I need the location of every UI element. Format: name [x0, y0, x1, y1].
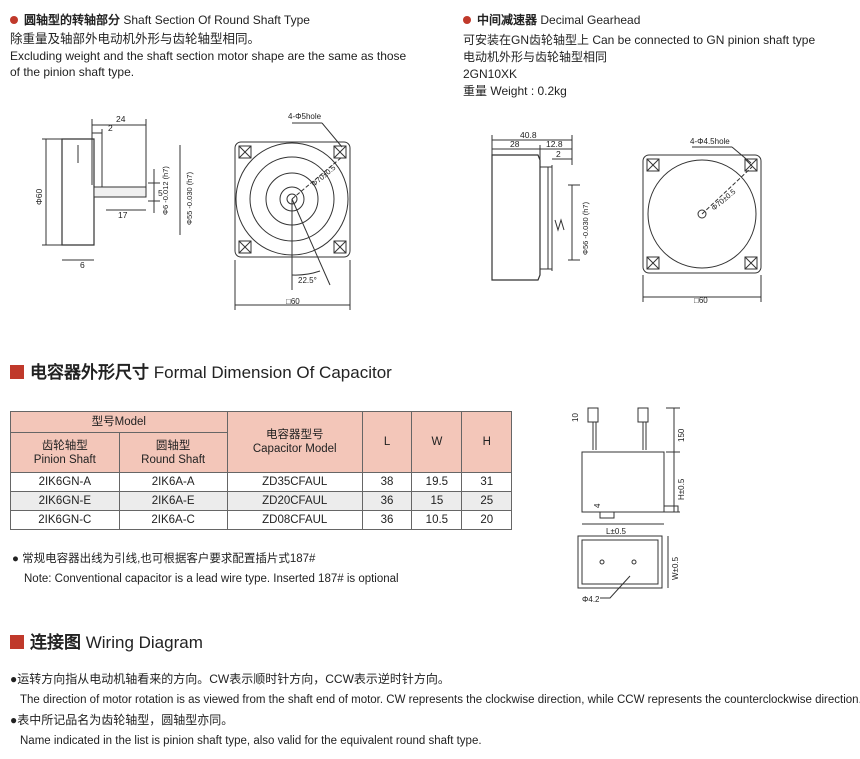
wiring-bullet-1-cn: ●运转方向指从电动机轴看来的方向。CW表示顺时针方向，CCW表示逆时针方向。: [10, 672, 450, 686]
gearhead-line1: 可安装在GN齿轮轴型上 Can be connected to GN pinio…: [463, 33, 816, 47]
bullet-dot-icon: [10, 16, 18, 24]
col-w-header: W: [411, 411, 463, 473]
dim-d60-label: Φ60: [34, 188, 44, 205]
dim-w-label: W±0.5: [671, 556, 680, 580]
pcd-label: Φ70±0.5: [710, 187, 738, 212]
bullet-icon: ●: [10, 713, 18, 727]
round-shaft-desc-cn: 除重量及轴部外电动机外形与齿轮轴型相同。: [10, 32, 261, 46]
dim-pilot-label: Φ55 -0.030 (h7): [185, 171, 194, 225]
dim-6-label: 6: [80, 260, 85, 270]
wiring-bullet-2-cn: ●表中所记品名为齿轮轴型，圆轴型亦同。: [10, 713, 234, 727]
section-square-icon: [10, 365, 24, 379]
dim-10-label: 10: [571, 413, 580, 422]
dim-h-label: H±0.5: [677, 478, 686, 500]
round-shaft-desc-en-2: of the pinion shaft type.: [10, 65, 135, 79]
bullet-dot-icon: [463, 16, 471, 24]
dim-l-label: L±0.5: [606, 527, 627, 536]
pcd-label: Φ70±0.5: [310, 163, 338, 188]
round-shaft-heading: 圆轴型的转轴部分 Shaft Section Of Round Shaft Ty…: [10, 12, 310, 28]
gearhead-model: 2GN10XK: [463, 67, 518, 81]
bullet-icon: ●: [10, 672, 18, 686]
bullet-icon: ●: [12, 553, 23, 565]
round-shaft-desc-en-1: Excluding weight and the shaft section m…: [10, 49, 407, 63]
dim-2-label: 2: [556, 149, 561, 159]
gearhead-line2: 电动机外形与齿轮轴型相同: [463, 50, 608, 64]
capacitor-heading: 电容器外形尺寸 Formal Dimension Of Capacitor: [10, 362, 392, 384]
dim-pilot-label: Φ56 -0.030 (h7): [581, 201, 590, 255]
col-l-header: L: [361, 411, 413, 473]
dim-40-8-label: 40.8: [520, 130, 537, 140]
dim-28-label: 28: [510, 139, 520, 149]
wiring-heading: 连接图 Wiring Diagram: [10, 632, 203, 654]
capacitor-note-en: Note: Conventional capacitor is a lead w…: [24, 573, 399, 585]
dim-2-label: 2: [108, 123, 113, 133]
dim-5-label: 5: [158, 188, 163, 198]
dim-17-label: 17: [118, 210, 128, 220]
square-label: □60: [694, 296, 708, 305]
dim-150-label: 150: [677, 428, 686, 442]
dim-12-8-label: 12.8: [546, 139, 563, 149]
dim-24-label: 24: [116, 114, 126, 124]
col-h-header: H: [461, 411, 512, 473]
section-square-icon: [10, 635, 24, 649]
gearhead-weight: 重量 Weight : 0.2kg: [463, 84, 567, 98]
gearhead-drawing: 40.8 28 12.8 2 Φ56 -0.030 (h7) 4-Φ4.5hol…: [491, 130, 762, 305]
capacitor-note-cn: ● 常规电容器出线为引线,也可根据客户要求配置插片式187#: [12, 553, 316, 565]
dim-4-label: 4: [593, 503, 602, 508]
hole-label: 4-Φ5hole: [288, 112, 322, 121]
angle-label: 22.5°: [298, 276, 317, 285]
wiring-bullet-2-en: Name indicated in the list is pinion sha…: [20, 735, 482, 747]
dim-shaft-label: Φ6 -0.012 (h7): [161, 166, 170, 215]
dim-hole-label: Φ4.2: [582, 595, 600, 604]
model-header: 型号Model: [10, 411, 228, 433]
square-label: □60: [286, 297, 300, 306]
gearhead-heading: 中间减速器 Decimal Gearhead: [463, 12, 640, 28]
round-shaft-drawing: 24 2 17 6 5 Φ60 Φ6 -0.012 (h7) Φ55 -0.03…: [34, 112, 351, 310]
hole-label: 4-Φ4.5hole: [690, 137, 730, 146]
capacitor-drawing: 10 150 4 H±0.5 L±0.5 W±0.5 Φ4.2: [571, 407, 686, 604]
wiring-bullet-1-en: The direction of motor rotation is as vi…: [20, 694, 860, 706]
